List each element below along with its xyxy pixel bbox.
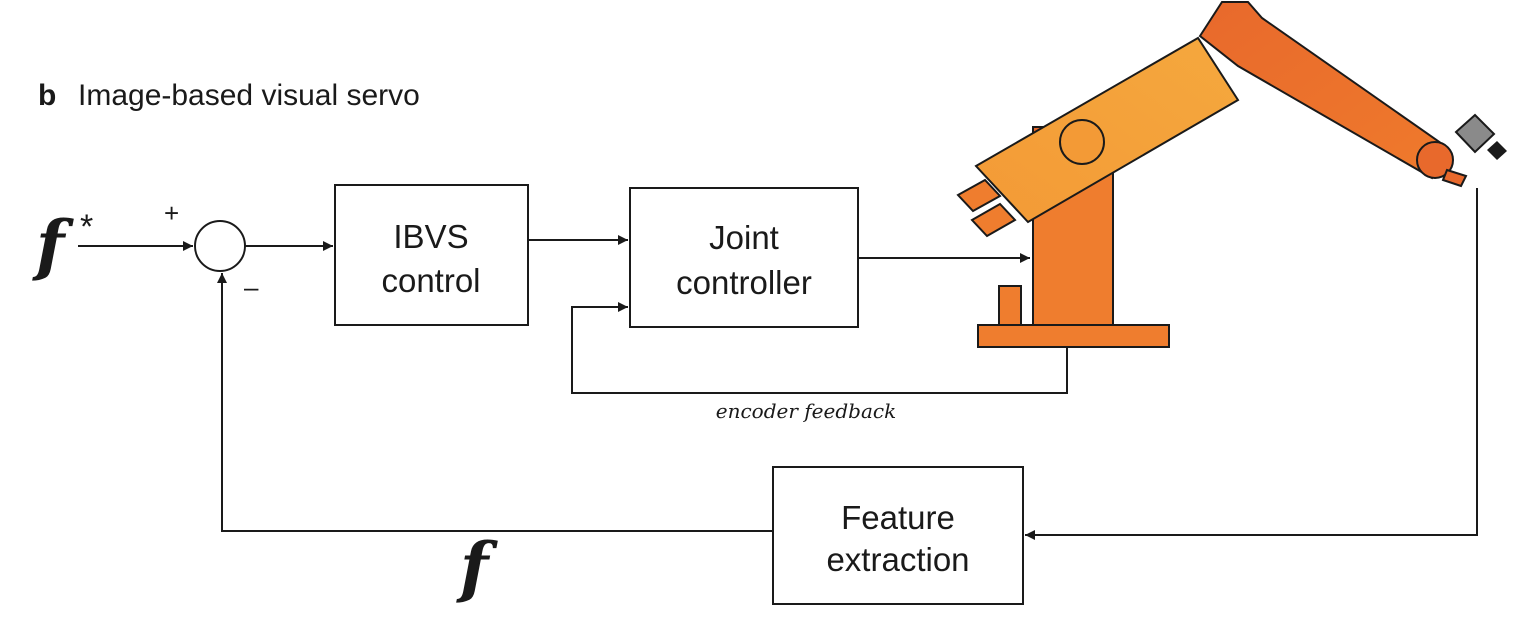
joint-controller-block [629,187,859,328]
camera-lens [1487,141,1507,160]
encoder-feedback-label: encoder feedback [716,399,896,423]
title-letter: b [38,79,56,112]
joint-controller-label-line2: controller [676,264,812,301]
robot-upper-arm [974,36,1240,224]
reference-signal-label: f [32,206,74,284]
camera-to-feature-line [1025,188,1478,540]
joint-controller-label-line1: Joint [709,219,779,256]
robot-arm [956,1,1507,348]
feature-extraction-label-line1: Feature [841,499,955,536]
robot-shoulder-joint [1059,119,1105,165]
robot-base-plate [977,324,1170,348]
feedback-signal-label: f [456,528,498,606]
ibvs-control-block [334,184,529,326]
robot-forearm [1198,1,1450,180]
robot-prong-upper [956,178,1002,213]
ibvs-control-label-line1: IBVS [393,218,468,255]
plus-sign: + [164,198,179,228]
camera-icon [1454,113,1496,154]
summing-junction [194,220,246,272]
reference-signal-superscript: * [80,208,93,246]
robot-prong-lower [970,202,1017,238]
robot-wrist-tab [1441,168,1468,188]
feature-extraction-block [772,466,1024,605]
minus-sign: – [244,272,259,302]
feature-feedback-line [217,273,773,532]
ibvs-control-label-line2: control [381,262,480,299]
encoder-feedback-line [571,282,1068,394]
title-text: Image-based visual servo [78,79,420,112]
robot-wrist-joint [1416,141,1454,179]
robot-small-post [998,285,1022,326]
feature-extraction-label-line2: extraction [826,541,969,578]
